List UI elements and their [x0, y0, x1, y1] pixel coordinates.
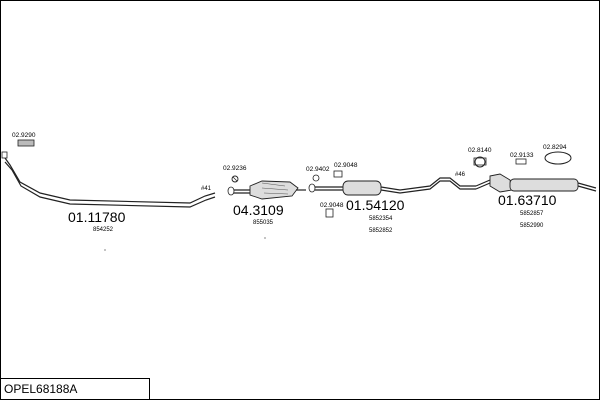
middle-silencer — [308, 177, 476, 196]
cat-number: 04.3109 — [233, 202, 284, 218]
rear-silencer — [475, 173, 597, 193]
catalytic-converter — [227, 180, 306, 200]
rear-number: 01.63710 — [498, 192, 557, 208]
mid-ref-2: 5852852 — [369, 228, 393, 234]
mid-clip-2-label: 02.9048 — [334, 162, 358, 169]
rear-clip-2-label: 02.9133 — [510, 152, 534, 159]
rear-clip-2 — [515, 158, 527, 165]
mid-ref-1: 5852354 — [369, 216, 393, 222]
hash-46-label: #46 — [455, 172, 466, 178]
rear-ref-2: 5852990 — [520, 223, 544, 229]
cat-clip — [231, 175, 239, 183]
dot-marker — [104, 249, 106, 251]
rear-clip-3 — [544, 151, 572, 165]
diagram-code: OPEL68188A — [4, 382, 77, 396]
cat-ref: 855035 — [253, 220, 274, 226]
cat-clip-label: 02.9236 — [223, 165, 247, 172]
hash-41-label: #41 — [201, 186, 212, 192]
rear-ref-1: 5852857 — [520, 211, 544, 217]
mid-clip-3 — [325, 208, 334, 218]
rear-clip-1 — [473, 156, 487, 168]
front-pipe — [1, 151, 216, 208]
rear-clip-1-label: 02.8140 — [468, 147, 492, 154]
mid-clip-2 — [333, 170, 343, 178]
mid-clip-1 — [312, 174, 320, 182]
part-front-number: 01.11780 — [68, 209, 126, 225]
mid-number: 01.54120 — [346, 197, 405, 213]
clip-front-top — [17, 139, 35, 147]
part-front-ref: 854252 — [93, 227, 114, 233]
mid-clip-1-label: 02.9402 — [306, 166, 330, 173]
rear-clip-3-label: 02.8294 — [543, 144, 567, 151]
dot-marker — [264, 237, 266, 239]
mid-clip-3-label: 02.9048 — [320, 202, 344, 209]
clip-front-top-label: 02.9290 — [12, 132, 36, 139]
